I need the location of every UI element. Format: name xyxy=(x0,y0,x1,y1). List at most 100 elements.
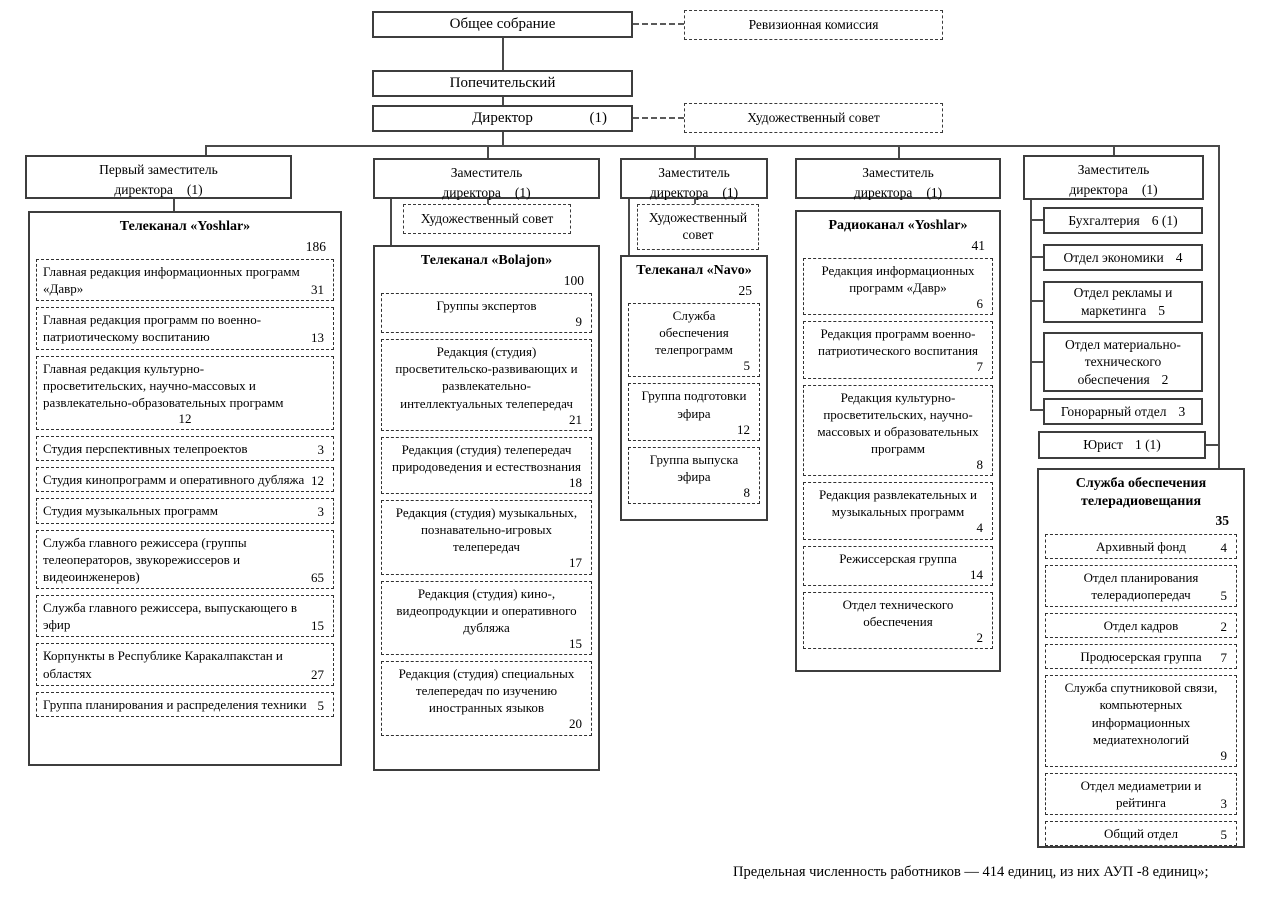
unit-count: 21 xyxy=(569,411,582,427)
unit-count: 15 xyxy=(311,618,324,634)
unit-count: 7 xyxy=(976,359,984,375)
connector-lawyer-right xyxy=(1206,444,1218,446)
unit-count: 12 xyxy=(737,421,750,437)
unit-count: 5 xyxy=(1220,587,1228,603)
box-deputy-director-2: Заместитель директора(1) xyxy=(373,158,600,200)
unit-box: Главная редакция культурно-просветительс… xyxy=(36,355,334,431)
unit-count: 18 xyxy=(569,474,582,490)
office-label: Юрист xyxy=(1083,437,1123,453)
unit-label: Служба обеспечения телепрограмм xyxy=(655,308,733,358)
unit-count: 9 xyxy=(575,314,583,329)
box-logistics-dept: Отдел материально-технического обеспечен… xyxy=(1043,332,1203,392)
unit-count: 3 xyxy=(317,442,325,458)
unit-label: Отдел планирования телерадиопередач xyxy=(1083,569,1199,602)
unit-label: Редакция культурно-просветительских, нау… xyxy=(817,389,979,457)
connector-stub-dep5 xyxy=(1113,145,1115,155)
art-council-label: Художественный совет xyxy=(747,109,880,125)
unit-box: Служба спутниковой связи, компьютерных и… xyxy=(1045,675,1237,767)
unit-box: Редакция (студия) телепередач природовед… xyxy=(381,436,592,495)
box-first-deputy-director: Первый заместитель директора(1) xyxy=(25,155,292,199)
unit-count: 4 xyxy=(1220,539,1228,555)
connector-dashed-dep2-artcouncil xyxy=(487,199,489,205)
connector-main-horizontal xyxy=(205,145,1220,147)
unit-count: 12 xyxy=(311,473,324,489)
unit-count: 27 xyxy=(311,666,324,682)
unit-count: 2 xyxy=(1220,618,1228,634)
unit-label: Общий отдел xyxy=(1104,826,1178,842)
connector-dashed-director-artcouncil xyxy=(633,117,684,119)
connector-dep5-offices xyxy=(1030,200,1032,411)
unit-box: Корпункты в Республике Каракалпакстан и … xyxy=(36,643,334,686)
unit-label: Отдел технического обеспечения xyxy=(842,596,954,629)
container-total: 25 xyxy=(738,282,753,298)
container-title: Телеканал «Yoshlar» xyxy=(119,219,251,234)
office-label: Отдел материально-технического обеспечен… xyxy=(1065,336,1181,387)
unit-label: Отдел медиаметрии и рейтинга xyxy=(1080,777,1202,811)
box-art-council-top: Художественный совет xyxy=(684,103,943,133)
connector-stub-dep3 xyxy=(694,145,696,158)
connector-right-drop xyxy=(1218,145,1220,470)
unit-label: Студия перспективных телепроектов xyxy=(43,441,248,457)
unit-label: Служба главного режиссера (группы телеоп… xyxy=(43,534,247,584)
unit-box: Студия перспективных телепроектов 3 xyxy=(36,436,334,462)
container-title: Телеканал «Bolajon» xyxy=(420,253,553,268)
unit-box: Служба главного режиссера (группы телеоп… xyxy=(36,529,334,590)
deputy-count: (1) xyxy=(514,184,531,200)
headcount-note: Предельная численность работников — 414 … xyxy=(733,864,1209,880)
unit-count: 4 xyxy=(976,520,984,536)
container-tv-yoshlar: Телеканал «Yoshlar» 186 Главная редакция… xyxy=(28,211,342,766)
unit-label: Группа подготовки эфира xyxy=(641,388,747,421)
office-count: 5 xyxy=(1158,303,1166,318)
unit-label: Главная редакция культурно-просветительс… xyxy=(43,360,284,410)
unit-label: Редакция информационных программ «Давр» xyxy=(821,263,975,296)
box-art-council-col3: Художественный совет xyxy=(637,204,759,250)
unit-box: Редакция (студия) просветительско-развив… xyxy=(381,339,592,431)
unit-label: Редакция программ военно-патриотического… xyxy=(817,326,979,359)
office-label: Отдел рекламы и маркетинга xyxy=(1073,285,1173,318)
unit-count: 20 xyxy=(569,716,582,732)
trustee-board-label: Попечительский xyxy=(449,75,556,91)
deputy-label: Заместитель директора xyxy=(853,165,934,200)
office-count: 3 xyxy=(1178,403,1186,419)
container-total: 41 xyxy=(971,237,986,253)
unit-box: Группа планирования и распределения техн… xyxy=(36,691,334,717)
audit-commission-label: Ревизионная комиссия xyxy=(748,16,879,32)
unit-count: 8 xyxy=(976,457,984,473)
box-general-meeting: Общее собрание xyxy=(372,11,633,38)
unit-label: Служба главного режиссера, выпускающего … xyxy=(43,600,298,633)
deputy-label: Заместитель директора xyxy=(649,165,730,200)
connector-office-4 xyxy=(1030,361,1043,363)
unit-count: 5 xyxy=(743,358,751,374)
unit-label: Редакция (студия) музыкальных, познавате… xyxy=(395,505,578,555)
office-text: Отдел материально-технического обеспечен… xyxy=(1049,336,1197,389)
container-radio-yoshlar: Радиоканал «Yoshlar» 41 Редакция информа… xyxy=(795,210,1001,672)
unit-box: Редакция программ военно-патриотического… xyxy=(803,321,993,379)
general-meeting-label: Общее собрание xyxy=(449,16,556,32)
deputy-count: (1) xyxy=(926,184,943,200)
unit-box: Главная редакция информационных программ… xyxy=(36,259,334,302)
container-broadcast-support: Служба обеспечения телерадиовещания 35 А… xyxy=(1037,468,1245,848)
container-title: Служба обеспечения телерадиовещания xyxy=(1075,476,1207,509)
deputy-count: (1) xyxy=(722,184,739,200)
box-deputy-director-4: Заместитель директора(1) xyxy=(795,158,1001,200)
unit-label: Редакция (студия) телепередач природовед… xyxy=(392,441,581,474)
unit-box: Отдел планирования телерадиопередач 5 xyxy=(1045,564,1237,607)
unit-label: Редакция (студия) кино-, видеопродукции … xyxy=(396,585,577,635)
deputy-count: (1) xyxy=(1141,181,1158,197)
connector-stub-dep1 xyxy=(205,145,207,155)
office-count: 6 (1) xyxy=(1151,212,1178,228)
connector-office-1 xyxy=(1030,219,1043,221)
unit-box: Отдел медиаметрии и рейтинга 3 xyxy=(1045,772,1237,816)
unit-count: 3 xyxy=(1220,796,1228,812)
office-count: 2 xyxy=(1161,371,1169,387)
